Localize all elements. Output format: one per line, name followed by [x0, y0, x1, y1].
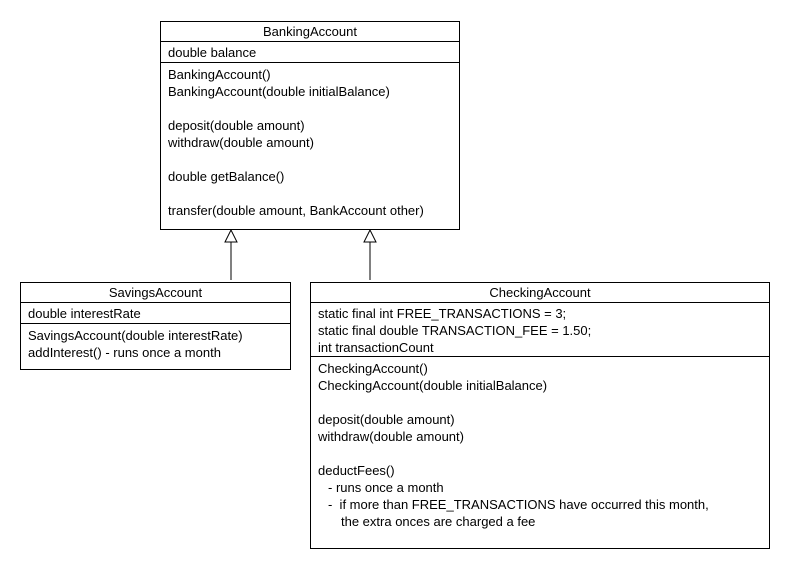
- attribute-free-transactions: static final int FREE_TRANSACTIONS = 3;: [318, 306, 567, 321]
- method-withdraw: withdraw(double amount): [318, 429, 464, 444]
- ctor-default: CheckingAccount(): [318, 361, 428, 376]
- method-deposit: deposit(double amount): [168, 118, 305, 133]
- deduct-fees-note-schedule: - runs once a month: [328, 480, 444, 495]
- banking-account-title: BankingAccount: [161, 22, 459, 42]
- savings-account-title: SavingsAccount: [21, 283, 290, 303]
- attribute-transaction-fee: static final double TRANSACTION_FEE = 1.…: [318, 323, 592, 338]
- savings-account-methods: SavingsAccount(double interestRate) addI…: [21, 324, 290, 364]
- checking-inheritance-arrow: [363, 228, 377, 280]
- savings-account-class: SavingsAccount double interestRate Savin…: [20, 282, 291, 370]
- savings-account-attributes: double interestRate: [21, 303, 290, 324]
- method-deposit: deposit(double amount): [318, 412, 455, 427]
- method-withdraw: withdraw(double amount): [168, 135, 314, 150]
- banking-account-attributes: double balance: [161, 42, 459, 63]
- attribute-transaction-count: int transactionCount: [318, 340, 434, 355]
- attribute-balance: double balance: [168, 45, 257, 60]
- deduct-fees-note-charge: the extra onces are charged a fee: [341, 514, 536, 529]
- checking-account-class: CheckingAccount static final int FREE_TR…: [310, 282, 770, 549]
- banking-account-methods: BankingAccount() BankingAccount(double i…: [161, 63, 459, 222]
- checking-account-title: CheckingAccount: [311, 283, 769, 303]
- method-add-interest: addInterest() - runs once a month: [28, 345, 221, 360]
- ctor-initial-balance: CheckingAccount(double initialBalance): [318, 378, 548, 393]
- savings-inheritance-arrow: [224, 228, 238, 280]
- ctor-default: BankingAccount(): [168, 67, 271, 82]
- method-get-balance: double getBalance(): [168, 169, 285, 184]
- checking-account-methods: CheckingAccount() CheckingAccount(double…: [311, 357, 769, 533]
- ctor-interest-rate: SavingsAccount(double interestRate): [28, 328, 243, 343]
- method-deduct-fees: deductFees(): [318, 463, 395, 478]
- attribute-interest-rate: double interestRate: [28, 306, 141, 321]
- ctor-initial-balance: BankingAccount(double initialBalance): [168, 84, 390, 99]
- banking-account-class: BankingAccount double balance BankingAcc…: [160, 21, 460, 230]
- checking-account-attributes: static final int FREE_TRANSACTIONS = 3; …: [311, 303, 769, 357]
- method-transfer: transfer(double amount, BankAccount othe…: [168, 203, 424, 218]
- deduct-fees-note-condition: - if more than FREE_TRANSACTIONS have oc…: [328, 497, 709, 512]
